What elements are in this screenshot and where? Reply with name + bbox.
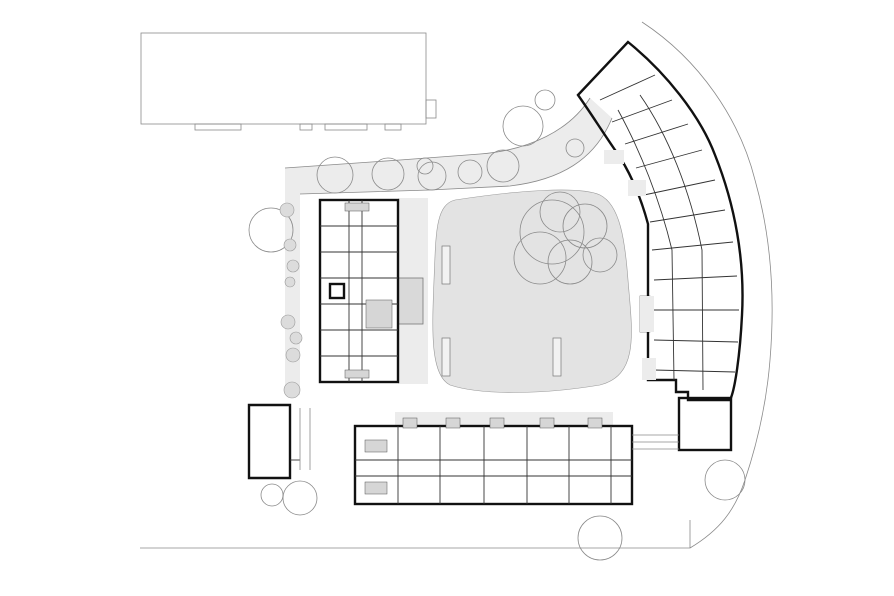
curved-residential-block xyxy=(576,40,744,402)
south-residential-block xyxy=(353,412,634,506)
southeast-trees xyxy=(577,459,746,561)
path-trees xyxy=(316,89,585,194)
west-trees xyxy=(248,202,303,399)
entrance-building xyxy=(632,396,733,452)
west-residential-block xyxy=(318,198,428,384)
lawn-tree-group xyxy=(513,191,618,285)
site-boundary xyxy=(140,21,773,549)
existing-building xyxy=(140,32,437,131)
southwest-annex xyxy=(247,403,311,480)
central-lawn xyxy=(432,189,632,393)
southwest-trees xyxy=(260,480,318,516)
